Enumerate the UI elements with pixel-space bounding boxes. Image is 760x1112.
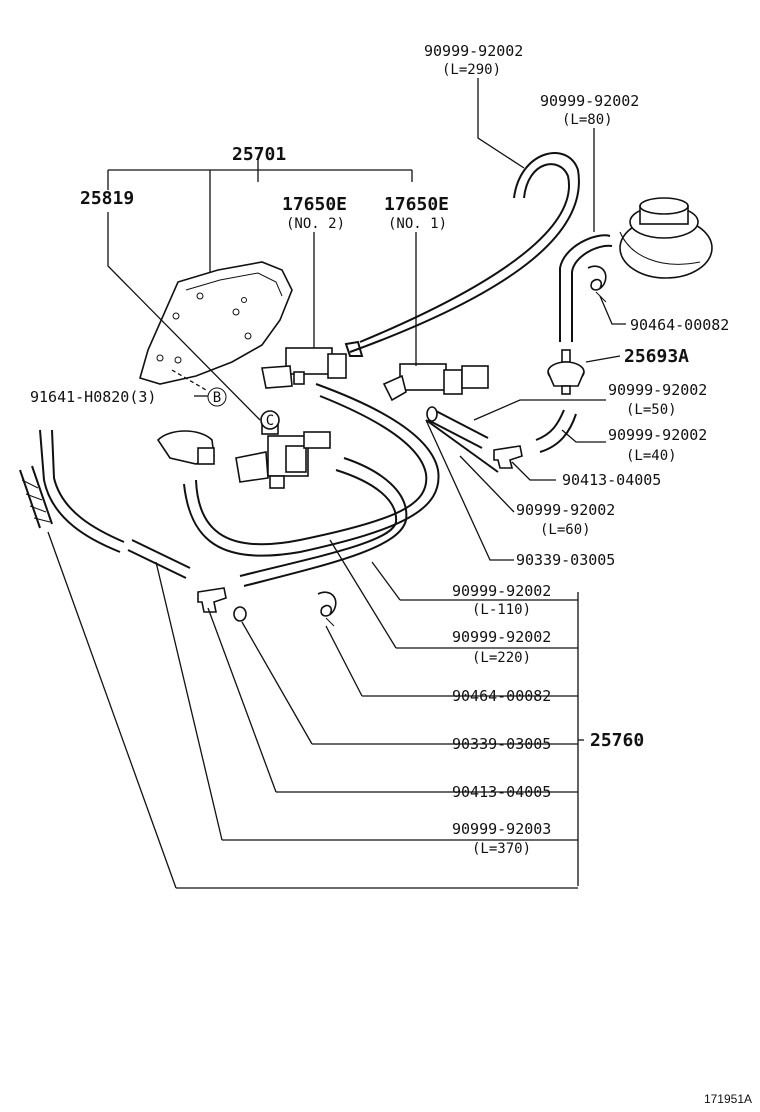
hose-l80-drawing [559, 234, 613, 342]
egr-valve-drawing [619, 197, 713, 279]
label-hose-l110: 90999-92002 [452, 582, 551, 600]
label-17650e-no2: 17650E [282, 194, 347, 215]
label-17650e-no2-sub: (NO. 2) [286, 216, 345, 232]
label-hose-l290-length: (L=290) [442, 62, 501, 78]
label-hose-l40: 90999-92002 [608, 426, 707, 444]
plug-bottom-drawing [233, 606, 247, 622]
hose-l40-drawing [535, 409, 577, 453]
hose-l370-drawing [19, 429, 191, 579]
label-tee-top: 90413-04005 [562, 471, 661, 489]
clamp-bottom-drawing [317, 591, 337, 627]
vsv-c-drawing [235, 419, 331, 489]
label-hose-l220: 90999-92002 [452, 628, 551, 646]
figure-id: 171951A [703, 1092, 752, 1106]
bracket-25701-drawing [139, 261, 293, 385]
label-hose-l50-length: (L=50) [626, 402, 677, 418]
label-hose-l370: 90999-92003 [452, 820, 551, 838]
label-tee-bottom: 90413-04005 [452, 783, 551, 801]
hose-l290-drawing [344, 152, 580, 357]
label-hose-l50: 90999-92002 [608, 381, 707, 399]
callout-c-label: C [266, 413, 274, 429]
leader-lines [47, 78, 626, 889]
vsv-no2-drawing [261, 347, 347, 389]
label-hose-l60-length: (L=60) [540, 522, 591, 538]
label-25701: 25701 [232, 144, 286, 165]
label-clamp-bottom: 90464-00082 [452, 687, 551, 705]
label-25760: 25760 [590, 730, 644, 751]
modulator-drawing [156, 430, 215, 465]
callout-c: C [260, 410, 280, 430]
label-plug-bottom: 90339-03005 [452, 735, 551, 753]
label-25693a: 25693A [624, 346, 689, 367]
label-17650e-no1: 17650E [384, 194, 449, 215]
label-hose-l110-length: (L-110) [472, 602, 531, 618]
vsv-no1-drawing [382, 363, 489, 402]
label-hose-l80-length: (L=80) [562, 112, 613, 128]
label-hose-l290: 90999-92002 [424, 42, 523, 60]
label-hose-l60: 90999-92002 [516, 501, 615, 519]
label-hose-l220-length: (L=220) [472, 650, 531, 666]
tee-bottom-drawing [197, 587, 227, 613]
label-clamp-top: 90464-00082 [630, 316, 729, 334]
label-hose-l370-length: (L=370) [472, 841, 531, 857]
label-hose-l80: 90999-92002 [540, 92, 639, 110]
label-hose-l40-length: (L=40) [626, 448, 677, 464]
hose-l110-drawing [239, 457, 408, 587]
vacuum-damper-drawing [547, 349, 585, 395]
hose-l220-drawing [183, 383, 440, 557]
callout-b: B [207, 387, 227, 407]
hose-l50-drawing [426, 406, 489, 449]
clamp-top-drawing [587, 265, 607, 303]
label-17650e-no1-sub: (NO. 1) [388, 216, 447, 232]
label-25819: 25819 [80, 188, 134, 209]
label-plug-top: 90339-03005 [516, 551, 615, 569]
label-91641: 91641-H0820(3) [30, 388, 156, 406]
tee-top-drawing [493, 445, 523, 469]
callout-b-label: B [213, 390, 221, 406]
hose-l60-drawing [425, 419, 499, 473]
